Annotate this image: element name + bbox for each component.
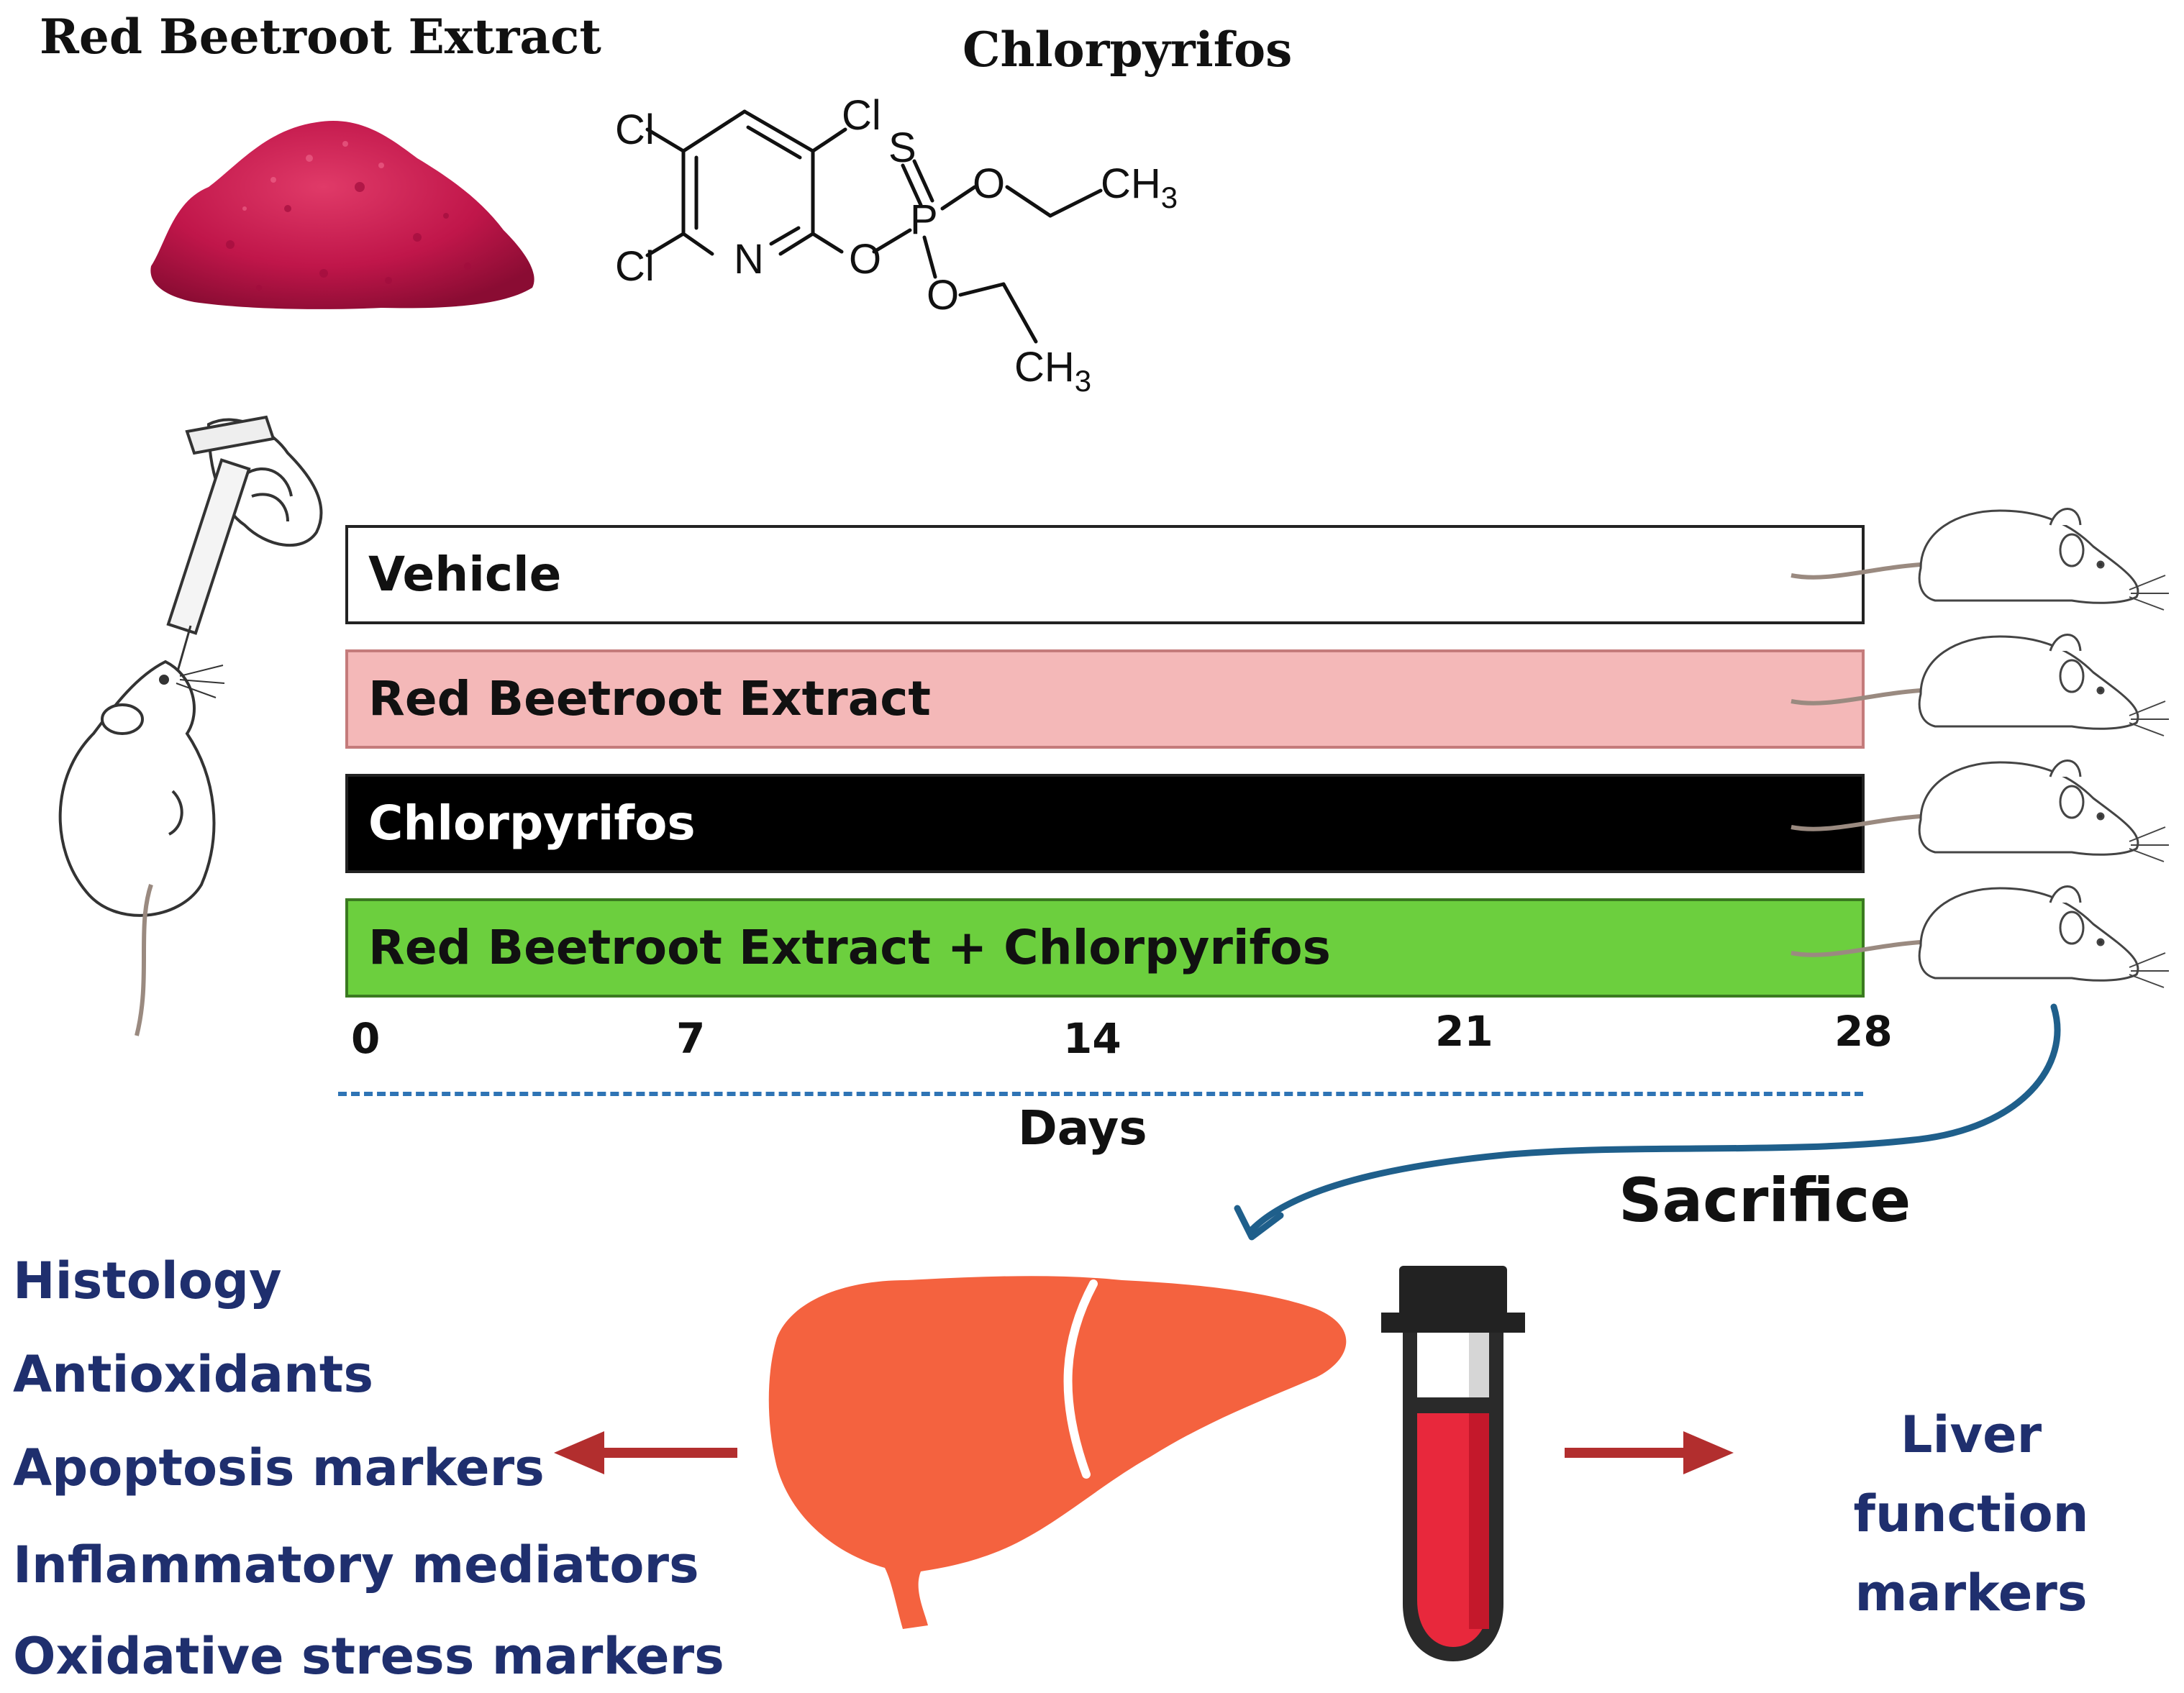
group-bar-chlorpyrifos: Chlorpyrifos bbox=[345, 774, 1865, 873]
day-tick-7: 7 bbox=[676, 1014, 706, 1063]
sacrifice-arrow bbox=[1234, 1003, 2061, 1241]
blood-markers-label: Liver function markers bbox=[1777, 1395, 2165, 1633]
day-tick-21: 21 bbox=[1435, 1007, 1493, 1056]
timeline-axis-label: Days bbox=[1018, 1100, 1147, 1156]
group-bar-vehicle: Vehicle bbox=[345, 525, 1865, 624]
beetroot-title: Red Beetroot Extract bbox=[40, 9, 601, 65]
sacrifice-label: Sacrifice bbox=[1619, 1165, 1911, 1236]
day-tick-28: 28 bbox=[1834, 1007, 1893, 1056]
rats-illustration bbox=[1784, 508, 2184, 1028]
day-tick-14: 14 bbox=[1063, 1014, 1121, 1063]
liver-marker-inflammatory: Inflammatory mediators bbox=[13, 1535, 699, 1594]
atom-s: S bbox=[888, 124, 916, 171]
liver-marker-histology: Histology bbox=[13, 1251, 282, 1310]
beetroot-powder-image bbox=[150, 121, 534, 309]
liver-marker-apoptosis: Apoptosis markers bbox=[13, 1438, 545, 1497]
liver-illustration bbox=[768, 1276, 1347, 1629]
chlorpyrifos-structure: Cl Cl Cl N S P O O O CH3 CH3 bbox=[615, 92, 1178, 398]
atom-p: P bbox=[910, 196, 938, 243]
timeline-dashed-line bbox=[338, 1092, 1863, 1096]
arrow-to-liver-markers bbox=[554, 1431, 737, 1474]
atom-o-lower: O bbox=[927, 272, 959, 319]
gavage-mouse-illustration bbox=[58, 415, 323, 1036]
group-label-vehicle: Vehicle bbox=[368, 547, 562, 602]
blood-markers-line1: Liver function bbox=[1853, 1405, 2089, 1543]
liver-marker-oxidative-stress: Oxidative stress markers bbox=[13, 1627, 724, 1686]
atom-n: N bbox=[734, 236, 764, 283]
atom-o-upper: O bbox=[973, 160, 1005, 207]
group-bar-combination: Red Beetroot Extract + Chlorpyrifos bbox=[345, 898, 1865, 998]
group-label-red-beetroot: Red Beetroot Extract bbox=[368, 671, 931, 726]
atom-cl-bottom-left: Cl bbox=[615, 243, 655, 290]
group-label-chlorpyrifos: Chlorpyrifos bbox=[368, 795, 696, 851]
blood-markers-line2: markers bbox=[1855, 1564, 2088, 1623]
chlorpyrifos-title: Chlorpyrifos bbox=[963, 22, 1293, 78]
atom-cl-top-left: Cl bbox=[615, 106, 655, 153]
group-label-combination: Red Beetroot Extract + Chlorpyrifos bbox=[368, 920, 1331, 975]
blood-tube-illustration bbox=[1381, 1266, 1525, 1661]
arrow-to-liver-function bbox=[1565, 1431, 1734, 1474]
atom-o-ring: O bbox=[849, 236, 881, 283]
atom-ch3-lower: CH3 bbox=[1014, 344, 1091, 398]
liver-marker-antioxidants: Antioxidants bbox=[13, 1345, 374, 1404]
atom-cl-top-right: Cl bbox=[842, 92, 881, 139]
group-bar-red-beetroot: Red Beetroot Extract bbox=[345, 649, 1865, 749]
atom-ch3-upper: CH3 bbox=[1101, 160, 1178, 214]
day-tick-0: 0 bbox=[351, 1014, 381, 1063]
